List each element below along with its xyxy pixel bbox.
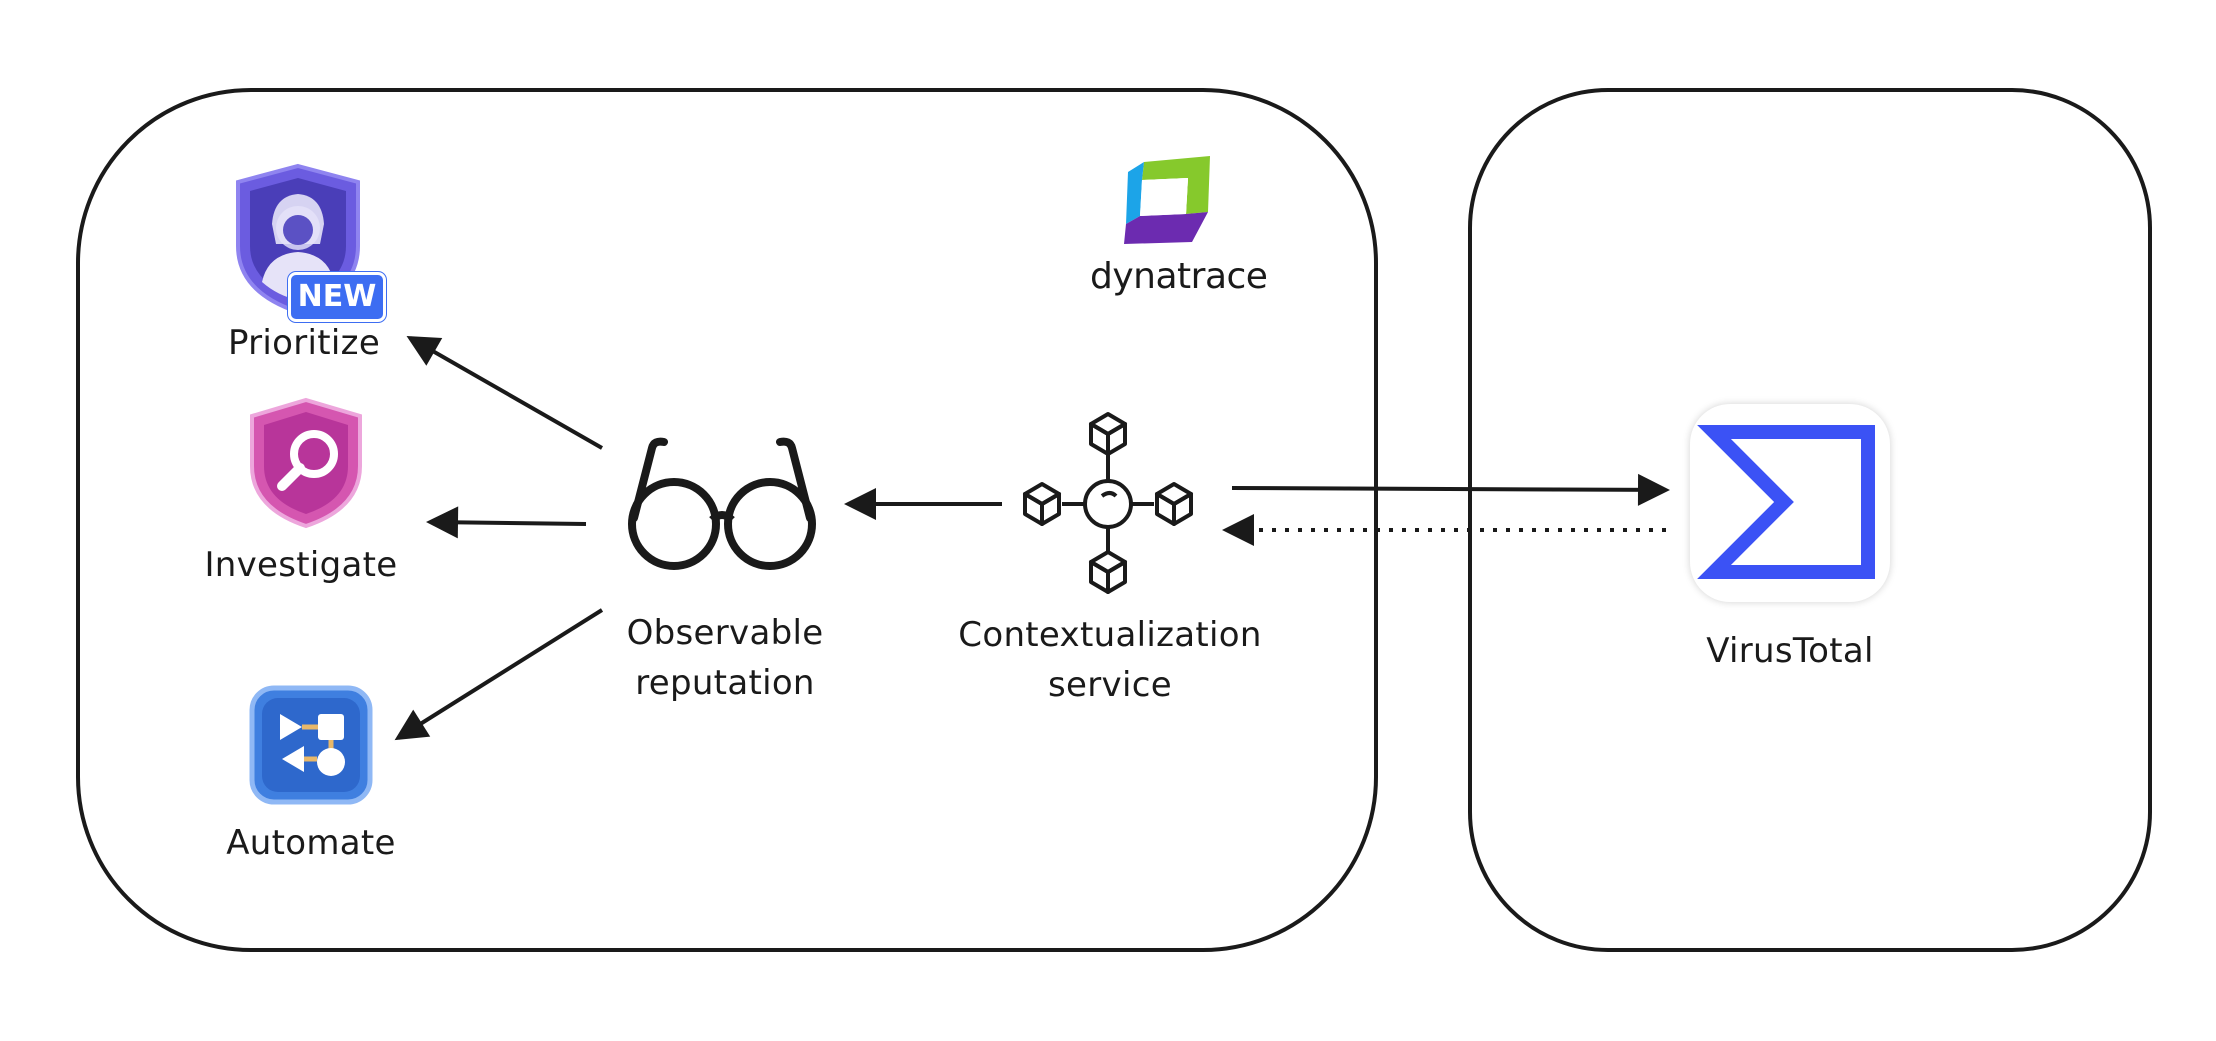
context-label-line2: service bbox=[1048, 665, 1172, 705]
observable-label-line1: Observable bbox=[626, 613, 824, 653]
investigate-label: Investigate bbox=[204, 545, 398, 585]
virustotal-label: VirusTotal bbox=[1706, 631, 1874, 671]
workflow-icon bbox=[249, 685, 373, 805]
prioritize-label: Prioritize bbox=[227, 323, 381, 363]
virustotal-tile bbox=[1690, 404, 1890, 602]
arrow-observable-to-investigate bbox=[426, 506, 587, 539]
dynatrace-logo-icon bbox=[1124, 156, 1210, 244]
new-badge: NEW bbox=[288, 272, 386, 322]
dynatrace-wordmark: dynatrace bbox=[1090, 256, 1268, 297]
sigma-icon bbox=[1697, 425, 1875, 579]
glasses-icon bbox=[628, 437, 816, 570]
arrow-context-to-virustotal bbox=[1231, 473, 1670, 506]
arrow-observable-to-prioritize bbox=[406, 336, 603, 450]
new-badge-label: NEW bbox=[297, 279, 377, 314]
hub-cubes-icon bbox=[1023, 412, 1193, 594]
observable-label-line2: reputation bbox=[635, 663, 815, 703]
automate-label: Automate bbox=[226, 823, 396, 863]
context-label-line1: Contextualization bbox=[958, 615, 1262, 655]
arrow-observable-to-automate bbox=[394, 608, 604, 741]
magnifier-shield-icon bbox=[250, 397, 362, 529]
